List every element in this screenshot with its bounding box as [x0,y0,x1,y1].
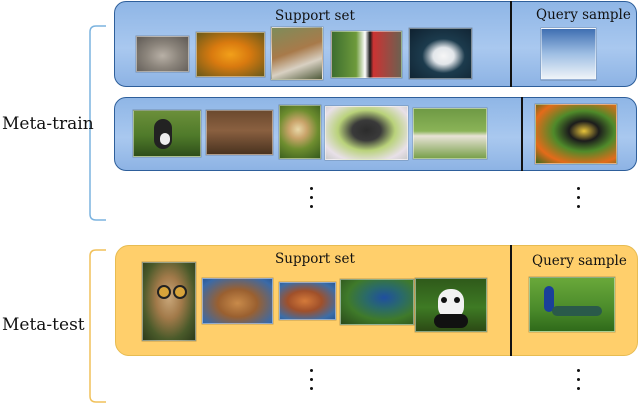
meta-train-bracket [89,25,106,221]
hedgehog-photo [202,278,273,324]
test-more-query-dots [577,369,581,396]
mouse-photo [206,110,273,155]
dragonfly-photo [196,32,265,77]
hen-photo [279,282,336,320]
train-episode-2-divider [521,97,523,171]
meta-test-label: Meta-test [2,315,85,335]
train-query-sample-title: Query sample [536,7,631,23]
swan-photo [409,28,472,79]
test-query-sample-title: Query sample [532,253,627,269]
query-butterfly-photo [535,104,617,164]
query-swan-photo [541,28,596,80]
squirrel-photo [271,27,323,80]
train-more-support-dots [310,187,314,214]
rabbit-photo [133,110,201,157]
lamb-photo [413,108,487,159]
butterfly-photo [325,106,408,160]
test-more-support-dots [310,369,314,396]
test-support-set-title: Support set [275,251,355,267]
woodpecker-photo [331,31,402,78]
lynx-photo [136,36,189,72]
train-more-query-dots [577,187,581,214]
train-support-set-title: Support set [275,8,355,24]
owl-photo [142,262,196,341]
panda-photo [415,278,487,332]
peacock-photo [340,279,414,325]
train-episode-1-divider [510,1,512,87]
query-peacock-photo [529,277,615,332]
snail-photo [279,105,321,159]
meta-train-label: Meta-train [2,114,94,134]
meta-test-bracket [89,249,106,403]
test-episode-divider [510,245,512,356]
